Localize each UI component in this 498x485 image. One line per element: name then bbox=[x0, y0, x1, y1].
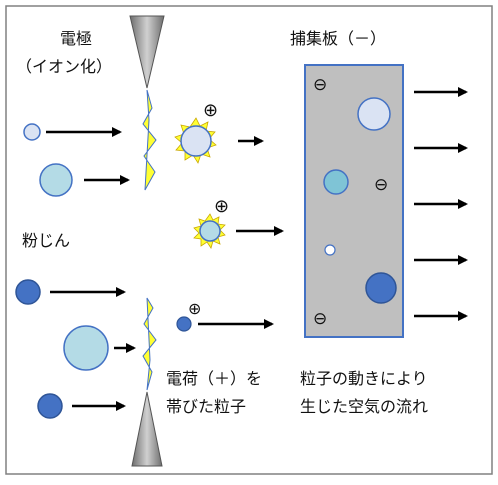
charged-particle bbox=[193, 213, 226, 249]
bottom-discharge-spark bbox=[142, 297, 157, 391]
dust-label: 粉じん bbox=[22, 231, 70, 250]
charged-particle-label-line2: 帯びた粒子 bbox=[166, 397, 246, 416]
collected-particle bbox=[324, 244, 336, 256]
dust-particle bbox=[23, 123, 41, 141]
dust-particle bbox=[15, 279, 41, 305]
negative-charge-icon: ⊖ bbox=[374, 175, 388, 195]
ionization-label: （イオン化） bbox=[16, 57, 112, 76]
charged-particle-label-line1: 電荷（＋）を bbox=[166, 369, 262, 388]
positive-charge-icon: ⊕ bbox=[188, 299, 201, 318]
top-electrode bbox=[129, 15, 165, 89]
positive-charge-icon: ⊕ bbox=[203, 100, 218, 121]
bottom-electrode bbox=[131, 391, 163, 467]
charged-particle bbox=[174, 117, 217, 164]
charged-particle bbox=[176, 316, 192, 332]
dust-particle bbox=[37, 393, 63, 419]
dust-particle bbox=[63, 325, 109, 371]
electrode-label: 電極 bbox=[60, 29, 92, 48]
positive-charge-icon: ⊕ bbox=[214, 196, 229, 217]
airflow-label-line2: 生じた空気の流れ bbox=[300, 397, 428, 416]
collector-label: 捕集板（－） bbox=[290, 29, 386, 48]
negative-charge-icon: ⊖ bbox=[313, 75, 327, 95]
collected-particle bbox=[323, 169, 349, 195]
collected-particle bbox=[357, 97, 391, 131]
negative-charge-icon: ⊖ bbox=[313, 309, 327, 329]
airflow-label-line1: 粒子の動きにより bbox=[300, 369, 428, 388]
outer-frame bbox=[5, 5, 493, 475]
collected-particle bbox=[365, 272, 397, 304]
dust-particle bbox=[39, 163, 73, 197]
top-discharge-spark bbox=[142, 89, 157, 191]
